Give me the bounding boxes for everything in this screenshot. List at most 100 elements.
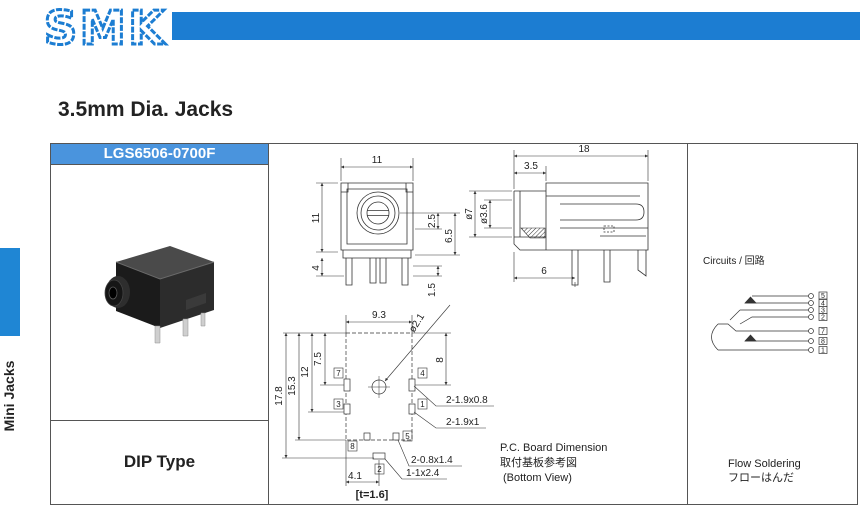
pcb-pads <box>343 378 416 460</box>
dim-pcb-17-8: 17.8 <box>274 386 285 406</box>
pad-spec-a: 2-1.9x0.8 <box>446 395 488 406</box>
dim-front-height: 11 <box>311 212 322 223</box>
pcb-pin-labels: 7 4 3 1 8 5 2 <box>333 367 428 475</box>
mount-type-label: DIP Type <box>123 452 196 471</box>
dim-pcb-15-3: 15.3 <box>287 376 298 396</box>
dim-pcb-12: 12 <box>300 366 311 378</box>
dim-side-outer-dia: ø7 <box>464 208 475 220</box>
product-foot <box>186 293 206 310</box>
side-view-drawing <box>513 182 649 286</box>
front-view-jack-inner <box>366 201 390 225</box>
pin-label-box <box>333 398 344 410</box>
pin-label-box <box>374 463 385 475</box>
pin-label-box <box>347 440 358 452</box>
circuit-contact-arrows <box>744 296 757 342</box>
front-view-dimensions: 11 11 4 2.5 6.5 1.5 <box>311 155 460 297</box>
front-view-extension-lines <box>316 158 460 277</box>
dim-front-a: 2.5 <box>427 214 438 228</box>
pin-label: 3 <box>336 400 341 409</box>
front-view-drawing <box>340 182 414 286</box>
terminal-label: 2 <box>821 315 825 322</box>
pcb-caption-title: P.C. Board Dimension <box>500 442 607 454</box>
pin-label: 5 <box>405 432 410 441</box>
terminal-label-box <box>818 327 828 335</box>
dim-front-c: 1.5 <box>427 283 438 297</box>
pad-4 <box>408 378 416 392</box>
smk-logo: SMK <box>44 1 166 55</box>
part-number-header: LGS6506-0700F <box>51 144 268 164</box>
pad-5 <box>392 432 400 441</box>
pin-label: 7 <box>336 369 341 378</box>
dim-pcb-4-1: 4.1 <box>348 471 362 482</box>
dim-pcb-8: 8 <box>435 357 446 363</box>
pcb-center-crosshair <box>368 376 390 398</box>
soldering-label-jp: フローはんだ <box>728 471 794 484</box>
pin-label-box <box>333 367 344 379</box>
terminal-label: 4 <box>821 301 825 308</box>
front-view-jack-contact <box>367 210 389 216</box>
pad-spec-c: 2-0.8x1.4 <box>411 455 453 466</box>
circuit-terminals <box>808 291 828 354</box>
dim-front-width: 11 <box>372 155 383 166</box>
pcb-body-outline <box>345 332 413 441</box>
pcb-caption-view: (Bottom View) <box>503 472 572 484</box>
brand-header-bar <box>172 12 860 40</box>
dim-pcb-7-5: 7.5 <box>313 352 324 366</box>
pad-2 <box>372 452 386 460</box>
terminal-label-box <box>818 337 828 345</box>
pin-label: 2 <box>377 465 382 474</box>
terminal-label: 8 <box>821 339 825 346</box>
dim-side-inner-dia: ø3.6 <box>479 204 490 224</box>
terminal-label-box <box>818 313 828 321</box>
side-view-hatch <box>520 227 546 239</box>
pad-7 <box>343 378 351 392</box>
pad-3 <box>343 403 351 415</box>
dim-pcb-hole: ø2.1 <box>407 311 427 334</box>
pad-1 <box>408 403 416 415</box>
terminal-label-box <box>818 291 828 300</box>
circuit-wires <box>711 295 809 351</box>
pad-leader-lines <box>384 385 494 480</box>
table-grid <box>50 143 858 505</box>
circuit-diagram: 5 4 3 2 7 8 1 <box>711 291 828 355</box>
terminal-circle <box>808 328 814 334</box>
terminal-circle <box>808 307 814 313</box>
side-view-slot <box>603 225 615 233</box>
dim-front-b: 6.5 <box>444 229 455 243</box>
pin-label-box <box>417 367 428 379</box>
terminal-label: 3 <box>821 308 825 315</box>
terminal-circle <box>808 293 814 299</box>
front-view-body <box>340 182 414 259</box>
front-view-jack-mid <box>360 195 396 231</box>
terminal-circle <box>808 314 814 320</box>
page-title: 3.5mm Dia. Jacks <box>58 98 234 121</box>
pcb-caption: P.C. Board Dimension 取付基板参考図 (Bottom Vie… <box>500 442 607 484</box>
terminal-label: 1 <box>821 348 825 355</box>
terminal-circle <box>808 300 814 306</box>
dim-side-length: 18 <box>578 144 590 155</box>
pin-label-box <box>402 430 413 442</box>
front-view-pins <box>345 258 409 286</box>
side-view-body <box>513 182 649 251</box>
circuit-title: Circuits / 回路 <box>703 254 765 267</box>
pin-label-box <box>417 398 428 410</box>
product-side-face <box>160 262 214 328</box>
pad-spec-d: 1-1x2.4 <box>406 468 440 479</box>
side-view-pins <box>571 250 647 286</box>
terminal-circle <box>808 347 814 353</box>
terminal-circle <box>808 338 814 344</box>
terminal-label-box <box>818 346 828 354</box>
side-view-dimensions: 18 3.5 ø7 ø3.6 6 <box>464 144 649 287</box>
soldering-label: Flow Soldering <box>728 458 801 470</box>
pin-label: 8 <box>350 442 355 451</box>
pcb-dimensions: 9.3 ø2.1 7.5 12 15.3 17.8 8 4.1 2-1.9x0.… <box>274 304 494 501</box>
dim-pcb-width: 9.3 <box>372 310 386 321</box>
dim-leader <box>384 304 451 382</box>
dim-side-nose: 3.5 <box>524 161 538 172</box>
pin-label: 1 <box>420 400 425 409</box>
dim-side-pin-offset: 6 <box>541 266 547 277</box>
terminal-label: 5 <box>821 293 825 300</box>
section-tab-marker <box>0 248 20 336</box>
product-edge-highlight <box>115 261 215 280</box>
